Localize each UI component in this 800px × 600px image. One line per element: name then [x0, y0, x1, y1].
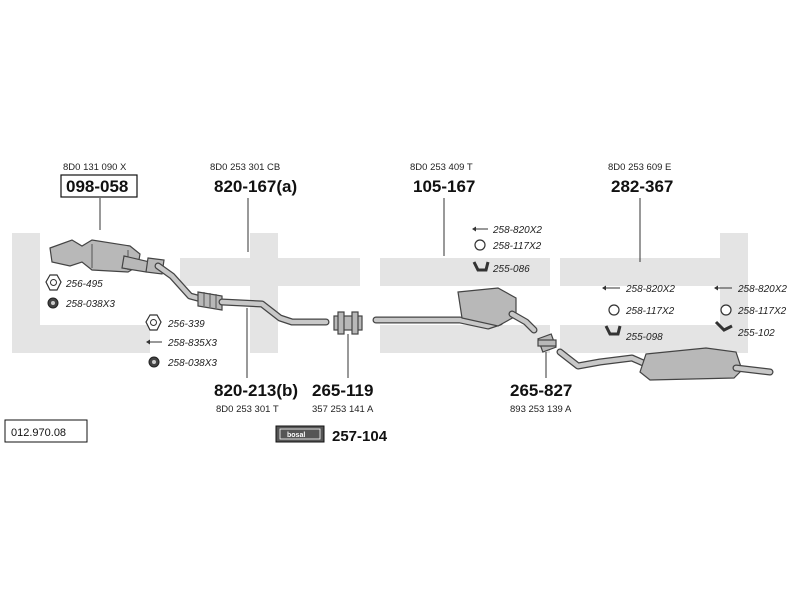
- middle-silencer: [372, 287, 538, 334]
- bosal-watermark: [12, 233, 748, 353]
- accessory-258-820X2-c: 258-820X2: [714, 284, 787, 295]
- accessory-258-820X2: 258-820X2: [472, 225, 542, 236]
- kit-number: 257-104: [332, 428, 388, 445]
- part-number: 820-167(a): [214, 177, 297, 196]
- oem-number: 8D0 253 301 CB: [210, 162, 280, 173]
- kit-box-icon: [275, 425, 325, 443]
- svg-text:255-102: 255-102: [737, 328, 775, 339]
- part-label-front-pipe: 8D0 253 301 CB 820-167(a): [210, 162, 297, 196]
- accessory-256-495: 256-495: [45, 274, 103, 291]
- svg-text:258-117X2: 258-117X2: [492, 241, 542, 252]
- part-label-catalyst: 8D0 131 090 X 098-058: [60, 162, 138, 198]
- svg-text:256-339: 256-339: [167, 319, 205, 330]
- accessory-256-339: 256-339: [145, 314, 205, 331]
- svg-text:258-117X2: 258-117X2: [625, 306, 675, 317]
- part-label-rear-silencer: 8D0 253 609 E 282-367: [608, 162, 673, 196]
- svg-text:258-820X2: 258-820X2: [492, 225, 542, 236]
- svg-text:256-495: 256-495: [65, 279, 103, 290]
- oem-number: 893 253 139 A: [510, 404, 572, 415]
- svg-text:255-098: 255-098: [625, 332, 663, 343]
- mounting-kit: bosal 257-104: [275, 425, 388, 445]
- rubber-hanger-icon: [604, 325, 622, 336]
- svg-text:258-820X2: 258-820X2: [625, 284, 675, 295]
- accessory-258-835X3: 258-835X3: [146, 338, 217, 349]
- accessory-255-086: 255-086: [472, 261, 530, 275]
- accessory-258-038X3: 258-038X3: [47, 297, 115, 310]
- pipe-clamp: [333, 311, 363, 335]
- part-number: 098-058: [66, 177, 128, 196]
- oem-number: 8D0 253 609 E: [608, 162, 671, 173]
- accessory-258-820X2-b: 258-820X2: [602, 284, 675, 295]
- front-pipe: [154, 262, 330, 326]
- reference-number: 012.970.08: [11, 427, 66, 439]
- part-label-connector: 265-827 893 253 139 A: [510, 381, 572, 415]
- oem-number: 8D0 253 409 T: [410, 162, 473, 173]
- part-number: 282-367: [611, 177, 673, 196]
- accessory-258-117X2-c: 258-117X2: [720, 304, 787, 317]
- part-number-box: [60, 174, 138, 198]
- washer-icon: [720, 304, 732, 316]
- svg-text:255-086: 255-086: [492, 264, 530, 275]
- svg-text:258-117X2: 258-117X2: [737, 306, 787, 317]
- rubber-hanger-icon: [472, 261, 490, 272]
- accessory-258-038X3-b: 258-038X3: [148, 356, 217, 369]
- part-number: 105-167: [413, 177, 475, 196]
- pipe-connector: [537, 333, 557, 353]
- svg-text:258-820X2: 258-820X2: [737, 284, 787, 295]
- part-number: 265-827: [510, 381, 572, 400]
- svg-text:258-835X3: 258-835X3: [167, 338, 217, 349]
- washer-icon: [474, 239, 486, 251]
- part-number: 820-213(b): [214, 381, 298, 400]
- accessory-255-098: 255-098: [604, 325, 663, 343]
- accessory-258-117X2: 258-117X2: [474, 239, 542, 252]
- oem-number: 8D0 253 301 T: [216, 404, 279, 415]
- svg-text:258-038X3: 258-038X3: [65, 299, 115, 310]
- accessory-255-102: 255-102: [714, 320, 775, 339]
- part-label-clamp: 265-119 357 253 141 A: [312, 381, 374, 415]
- oem-number: 8D0 131 090 X: [63, 162, 127, 173]
- rear-silencer: [556, 347, 774, 381]
- rubber-hanger-icon: [714, 320, 733, 332]
- accessory-258-117X2-b: 258-117X2: [608, 304, 675, 317]
- part-label-front-pipe-b: 820-213(b) 8D0 253 301 T: [214, 381, 298, 415]
- catalytic-converter: [49, 239, 165, 275]
- oem-number: 357 253 141 A: [312, 404, 374, 415]
- reference-box: 012.970.08: [4, 419, 88, 443]
- part-label-middle-silencer: 8D0 253 409 T 105-167: [410, 162, 475, 196]
- kit-logo: bosal: [287, 432, 305, 439]
- washer-icon: [608, 304, 620, 316]
- svg-text:258-038X3: 258-038X3: [167, 358, 217, 369]
- part-number: 265-119: [312, 381, 373, 400]
